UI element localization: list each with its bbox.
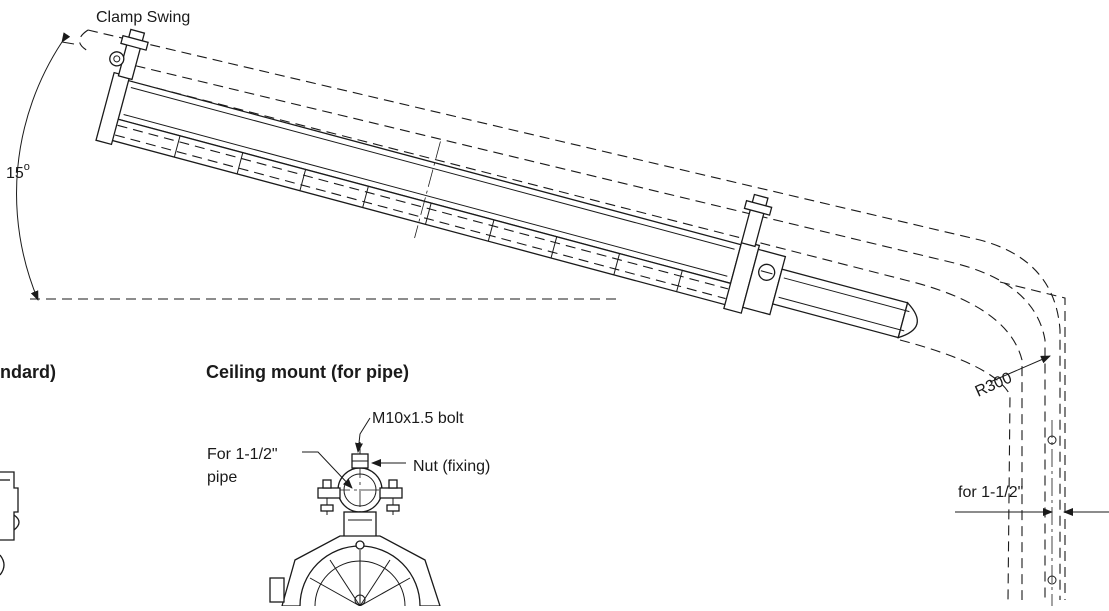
radius-leader [989, 355, 1051, 383]
bolt-label: M10x1.5 bolt [372, 410, 464, 427]
ceiling-mount-title: Ceiling mount (for pipe) [206, 362, 409, 382]
ceiling-mount-view [269, 442, 441, 607]
clamp-swing-label: Clamp Swing [96, 9, 190, 26]
nut-label: Nut (fixing) [413, 458, 490, 475]
pipe-size-label-right: for 1-1/2" [958, 484, 1023, 501]
standard-mount-title: ndard) [0, 362, 56, 382]
angle-label: 15o [6, 161, 30, 182]
pipe-label-line2: pipe [207, 469, 237, 486]
angle-dimension [16, 32, 620, 301]
standard-mount-partial [0, 471, 20, 576]
swing-envelope [78, 29, 1066, 601]
light-fixture [95, 28, 918, 339]
ceiling-mount-leaders [302, 417, 406, 489]
pipe-size-dimension [955, 420, 1109, 606]
pipe-label-line1: For 1-1/2" [207, 446, 278, 463]
